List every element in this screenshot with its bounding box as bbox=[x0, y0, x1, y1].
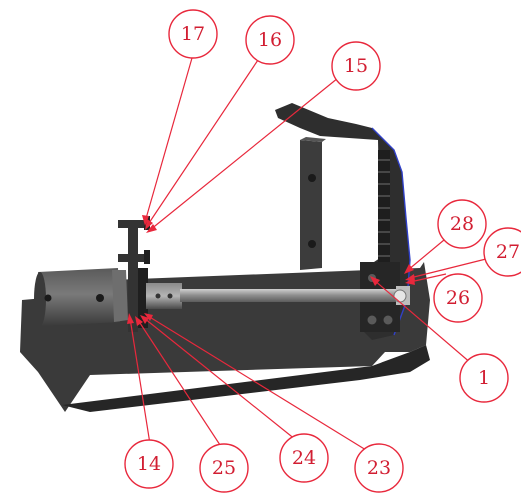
callout-15: 15 bbox=[331, 41, 381, 91]
callout-16: 16 bbox=[245, 15, 295, 65]
callout-26: 26 bbox=[433, 273, 483, 323]
callout-17: 17 bbox=[168, 9, 218, 59]
callout-label-24: 24 bbox=[292, 447, 316, 469]
callout-label-27: 27 bbox=[496, 241, 520, 263]
callout-label-16: 16 bbox=[258, 29, 282, 51]
callout-label-1: 1 bbox=[478, 367, 490, 389]
callout-label-15: 15 bbox=[344, 55, 368, 77]
callout-24: 24 bbox=[279, 433, 329, 483]
callout-label-23: 23 bbox=[367, 457, 391, 479]
callout-1: 1 bbox=[459, 353, 509, 403]
callout-label-28: 28 bbox=[450, 213, 474, 235]
callout-28: 28 bbox=[437, 199, 487, 249]
leader-lines bbox=[127, 57, 491, 451]
callout-25: 25 bbox=[199, 443, 249, 493]
callout-label-25: 25 bbox=[212, 457, 236, 479]
motor bbox=[34, 268, 128, 326]
coupler bbox=[146, 283, 182, 309]
callout-label-26: 26 bbox=[446, 287, 470, 309]
callout-23: 23 bbox=[354, 443, 404, 493]
guide-column bbox=[300, 137, 326, 270]
callout-label-14: 14 bbox=[137, 453, 161, 475]
callout-14: 14 bbox=[124, 439, 174, 489]
callout-label-17: 17 bbox=[181, 23, 205, 45]
callout-27: 27 bbox=[483, 227, 521, 277]
